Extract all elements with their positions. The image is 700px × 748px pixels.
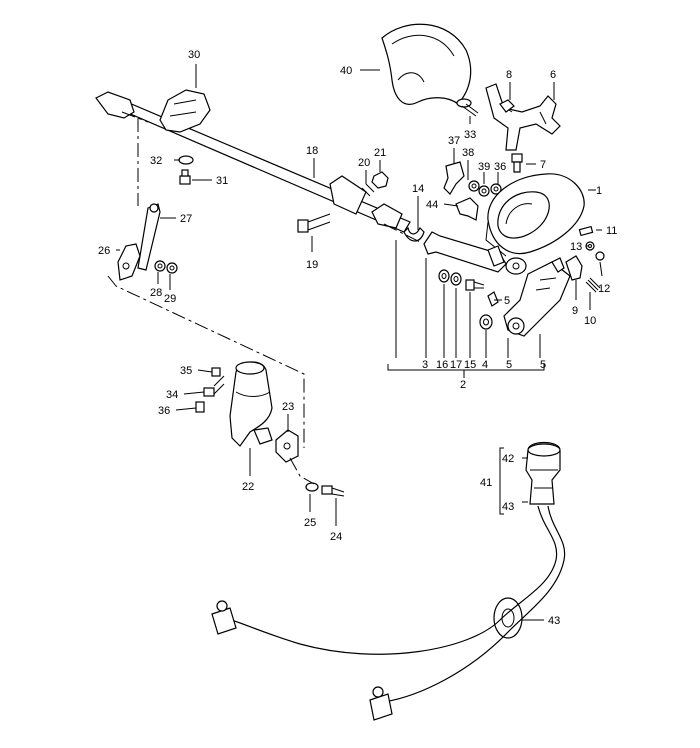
- callout-32: 32: [150, 155, 162, 167]
- callout-26: 26: [98, 245, 110, 257]
- callout-36a: 36: [494, 161, 506, 173]
- callout-3: 3: [422, 359, 428, 371]
- callout-43a: 43: [502, 501, 514, 513]
- callout-14: 14: [412, 183, 424, 195]
- callout-labels: 1 2 3 4 5 5 5 6 7 8 9 10 11 12 13 14 15 …: [98, 49, 617, 627]
- callout-25: 25: [304, 517, 316, 529]
- callout-15: 15: [464, 359, 476, 371]
- callout-22: 22: [242, 481, 254, 493]
- callout-9: 9: [572, 305, 578, 317]
- callout-10: 10: [584, 315, 596, 327]
- part-35-screw: [211, 367, 221, 377]
- part-41-connector: [525, 441, 561, 505]
- part-39-washer: [478, 185, 490, 197]
- callout-5c: 5: [540, 359, 546, 371]
- part-36-nut-upper: [490, 183, 502, 195]
- callout-44: 44: [426, 199, 438, 211]
- callout-17: 17: [450, 359, 462, 371]
- part-9-switch: [565, 255, 583, 281]
- part-10-spring: [585, 277, 601, 293]
- callout-12: 12: [598, 283, 610, 295]
- part-25-washer: [305, 482, 319, 492]
- callout-41: 41: [480, 477, 492, 489]
- callout-36b: 36: [158, 405, 170, 417]
- part-21-nut: [371, 171, 389, 189]
- callout-20: 20: [358, 157, 370, 169]
- part-19-bolt: [297, 213, 331, 233]
- part-8-nut: [499, 99, 515, 113]
- part-40-cover: [381, 23, 472, 105]
- callout-13: 13: [570, 241, 582, 253]
- callout-42: 42: [502, 453, 514, 465]
- callout-28: 28: [150, 287, 162, 299]
- callout-37: 37: [448, 135, 460, 147]
- callout-33: 33: [464, 129, 476, 141]
- callout-40: 40: [340, 65, 352, 77]
- part-12-screw: [595, 251, 605, 261]
- callout-23: 23: [282, 401, 294, 413]
- part-1-housing: [485, 173, 585, 257]
- part-20-spring: [361, 183, 375, 197]
- part-32-clip: [178, 155, 194, 165]
- cable-harness: [223, 505, 566, 703]
- callout-38: 38: [462, 147, 474, 159]
- callout-34: 34: [166, 389, 178, 401]
- part-3-shaft: [423, 231, 527, 275]
- part-26-lever: [117, 243, 141, 281]
- part-6-bracket: [485, 83, 561, 151]
- callout-24: 24: [330, 531, 342, 543]
- part-27-link: [137, 203, 161, 271]
- callout-16: 16: [436, 359, 448, 371]
- callout-39: 39: [478, 161, 490, 173]
- cable-end-left: [211, 600, 237, 635]
- callout-43b: 43: [548, 615, 560, 627]
- part-23-plate: [275, 429, 299, 463]
- callout-18: 18: [306, 145, 318, 157]
- part-30-bracket: [159, 89, 211, 133]
- callout-5a: 5: [504, 295, 510, 307]
- part-5-pin: [487, 291, 499, 307]
- callout-27: 27: [180, 213, 192, 225]
- callout-1: 1: [596, 185, 602, 197]
- part-37-clip: [443, 161, 465, 195]
- part-11-pin: [578, 225, 594, 237]
- callout-30: 30: [188, 49, 200, 61]
- callout-35: 35: [180, 365, 192, 377]
- part-17-washer: [450, 272, 462, 286]
- callout-29: 29: [164, 293, 176, 305]
- part-31-bolt: [179, 169, 191, 185]
- part-29-nut: [166, 262, 178, 274]
- callout-4: 4: [482, 359, 488, 371]
- part-44-bracket: [455, 197, 479, 221]
- callout-8: 8: [506, 69, 512, 81]
- assembly-lines: [107, 111, 421, 485]
- part-7-bolt: [511, 153, 523, 173]
- callout-21: 21: [374, 147, 386, 159]
- part-24-bolt: [321, 485, 345, 497]
- callout-7: 7: [540, 159, 546, 171]
- cable-end-bottom: [369, 686, 393, 721]
- part-16-washer: [438, 269, 450, 283]
- part-5-lever: [503, 257, 571, 337]
- callout-11: 11: [606, 225, 617, 237]
- callout-5b: 5: [506, 359, 512, 371]
- part-18-rod: [95, 91, 411, 233]
- part-36-spacer-lower: [195, 401, 205, 413]
- callout-6: 6: [550, 69, 556, 81]
- leader-lines: [116, 64, 603, 621]
- part-14-bushing: [403, 226, 425, 242]
- part-38-washer: [468, 180, 480, 192]
- part-15-bolt: [465, 279, 485, 291]
- part-28-washer: [154, 260, 166, 272]
- part-34-screw: [203, 375, 225, 397]
- part-33-screw: [456, 98, 479, 117]
- callout-31: 31: [216, 175, 228, 187]
- callout-2: 2: [460, 379, 466, 391]
- part-4-washer: [479, 314, 493, 330]
- part-22-motor: [229, 361, 273, 447]
- callout-19: 19: [306, 259, 318, 271]
